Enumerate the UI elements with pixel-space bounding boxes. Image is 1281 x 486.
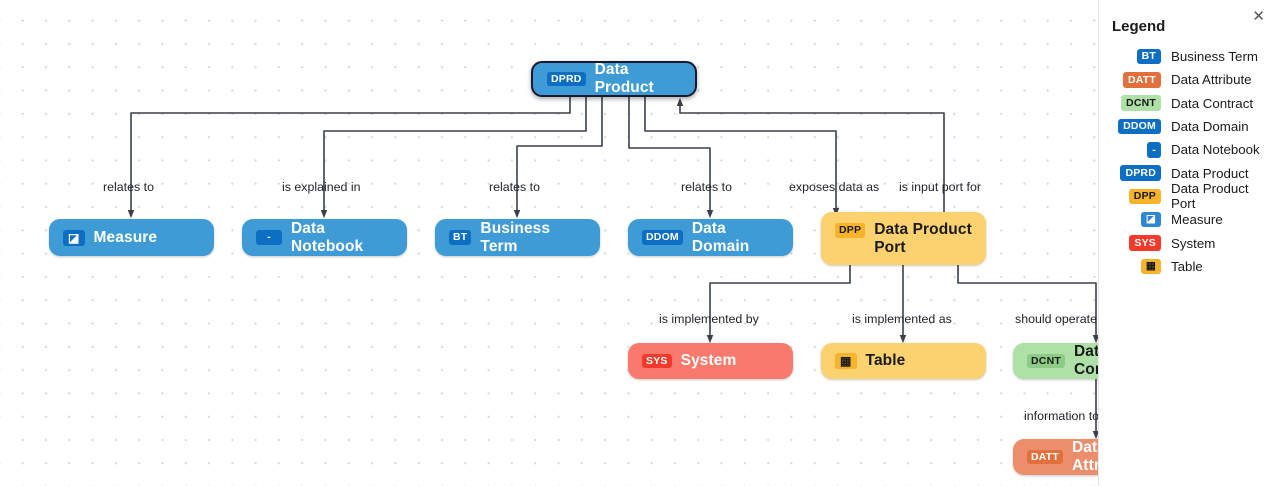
node-label-data-product-port: Data Product Port [874,220,972,256]
legend-badge-icon: BT [1136,48,1161,65]
measure-icon: ◪ [63,229,85,246]
node-tag-datt: DATT [1027,449,1064,465]
legend-row[interactable]: DDOM Data Domain [1109,115,1271,138]
edge-relates-to-business-term [513,96,603,219]
node-table[interactable]: ▦ Table [821,343,986,379]
node-label-data-notebook: Data Notebook [291,219,364,255]
node-business-term[interactable]: BT Business Term [435,219,600,256]
legend-badge-icon: SYS [1129,235,1161,251]
edge-label-relates-to-business-term: relates to [489,180,540,194]
legend-badge-wrap: DCNT [1109,95,1161,111]
node-tag-dprd: DPRD [547,71,586,87]
table-icon: ▦ [835,353,857,369]
legend-badge-icon: ▦ [1140,258,1161,275]
legend-row[interactable]: DPP Data Product Port [1109,181,1271,211]
node-label-system: System [680,352,737,370]
legend-label: Business Term [1171,49,1258,65]
legend-badge-wrap: DPP [1109,188,1161,205]
node-label-table: Table [865,352,906,370]
legend-badge-wrap: BT [1109,48,1161,65]
legend-badge-wrap: - [1109,142,1161,158]
legend-badge-wrap: ▦ [1109,258,1161,275]
node-tag-ddom: DDOM [642,230,683,245]
edge-exposes-data-as [644,96,840,217]
legend-badge-icon: DDOM [1118,118,1161,135]
edge-should-operate-according-to [957,265,1100,344]
edge-is-explained-in [320,96,587,219]
edge-label-is-implemented-as: is implemented as [852,312,952,326]
legend-label: Data Contract [1171,95,1254,111]
legend-row[interactable]: -Data Notebook [1109,138,1271,161]
edge-label-relates-to-measure: relates to [103,180,154,194]
node-label-measure: Measure [93,228,158,246]
node-data-product-port[interactable]: DPP Data Product Port [821,212,986,265]
edge-label-is-input-port-for: is input port for [899,180,981,194]
node-tag-data-notebook: - [256,230,282,245]
legend-label: Measure [1171,212,1223,228]
edge-relates-to-data-domain [628,96,714,219]
legend-badge-wrap: SYS [1109,235,1161,251]
legend-row[interactable]: DATT Data Attribute [1109,68,1271,91]
node-tag-dcnt: DCNT [1027,353,1065,369]
close-icon[interactable]: ✕ [1252,8,1265,25]
legend-label: Data Attribute [1171,72,1252,88]
node-label-data-domain: Data Domain [691,219,750,255]
legend-label: Data Product [1171,165,1249,181]
legend-row[interactable]: SYS System [1109,231,1271,254]
legend-label: Data Product Port [1171,181,1249,212]
node-label-business-term: Business Term [480,219,551,255]
node-measure[interactable]: ◪ Measure [49,219,214,256]
legend-label: Data Notebook [1171,142,1260,158]
edge-label-relates-to-data-domain: relates to [681,180,732,194]
edge-relates-to-measure [127,96,571,219]
node-data-product[interactable]: DPRD Data Product [531,61,697,97]
legend-title: Legend [1112,18,1166,35]
node-tag-dpp: DPP [835,223,866,238]
legend-row[interactable]: ◪ Measure [1109,208,1271,231]
legend-badge-icon: ◪ [1140,211,1161,228]
legend-badge-icon: DPP [1128,188,1161,205]
legend-badge-wrap: DDOM [1109,118,1161,135]
legend-badge-wrap: DATT [1109,72,1161,88]
node-data-domain[interactable]: DDOM Data Domain [628,219,793,256]
legend-badge-icon: DPRD [1120,165,1161,181]
edge-label-is-implemented-by: is implemented by [659,312,759,326]
legend-badge-icon: DCNT [1121,95,1161,111]
node-data-notebook[interactable]: - Data Notebook [242,219,407,256]
legend-badge-wrap: ◪ [1109,211,1161,228]
node-label-data-product: Data Product [594,61,654,96]
node-tag-bt: BT [449,230,472,245]
edge-is-input-port-for [676,97,945,212]
legend-badge-wrap: DPRD [1109,165,1161,181]
legend-row[interactable]: ▦ Table [1109,255,1271,278]
edge-is-implemented-by [706,265,851,344]
legend-row[interactable]: DCNT Data Contract [1109,92,1271,115]
legend-badge-icon: DATT [1122,72,1161,88]
legend-badge-icon: - [1147,142,1161,158]
legend-label: Data Domain [1171,119,1249,135]
legend-row[interactable]: DPRD Data Product [1109,161,1271,184]
node-tag-sys: SYS [642,353,672,369]
legend-row[interactable]: BT Business Term [1109,45,1271,68]
edge-label-exposes-data-as: exposes data as [789,180,880,194]
edge-label-is-explained-in: is explained in [282,180,361,194]
legend-label: System [1171,235,1216,251]
legend-label: Table [1171,258,1203,274]
node-system[interactable]: SYS System [628,343,793,379]
